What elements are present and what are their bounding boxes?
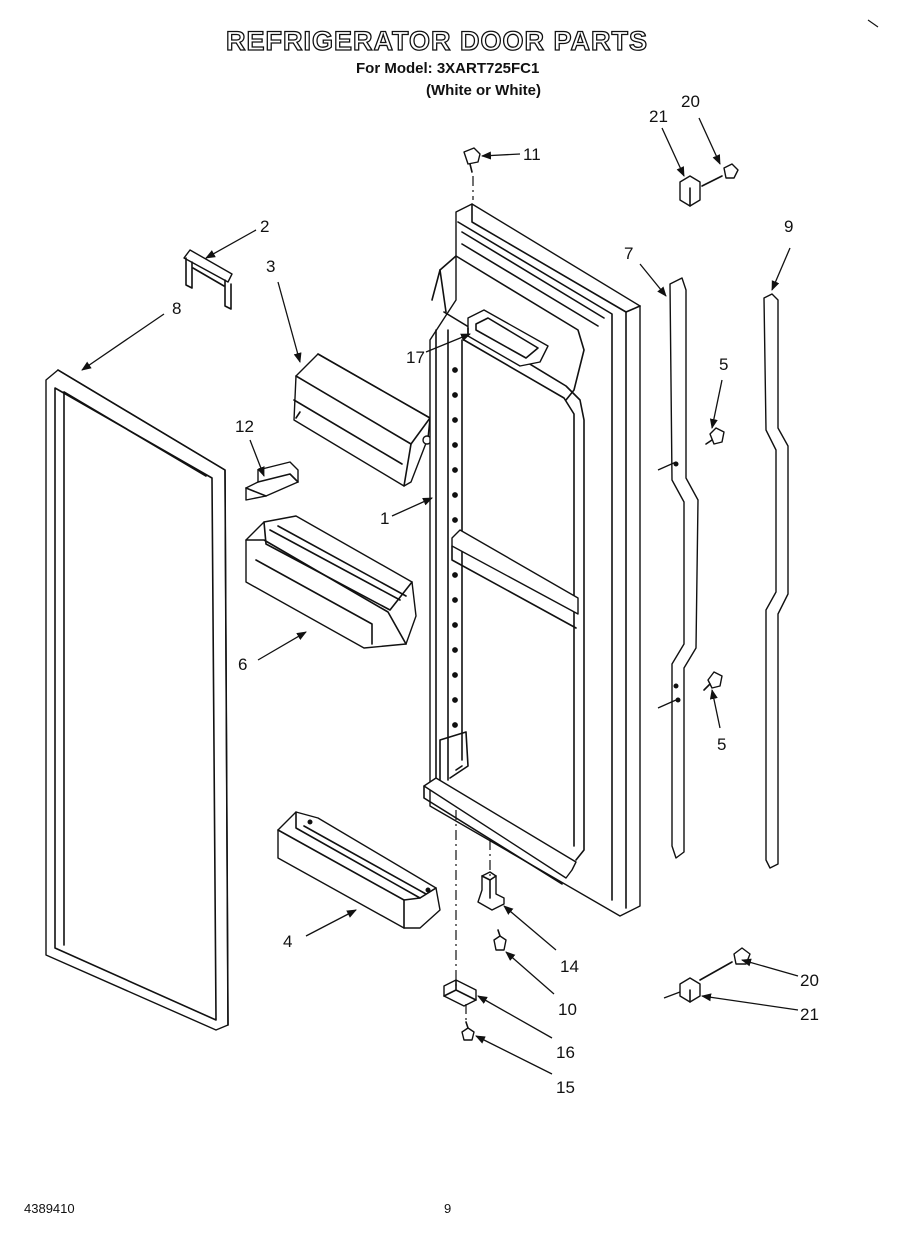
callout-2: 2 [260, 217, 270, 236]
leader-21-bottom-tick [663, 991, 681, 999]
callout-7: 7 [624, 244, 634, 263]
part-1-door-assembly [423, 203, 641, 917]
callout-20-top: 20 [681, 92, 700, 111]
callout-21-top: 21 [649, 107, 668, 126]
leader-8 [81, 313, 165, 371]
part-12-clip [245, 461, 299, 501]
part-11-screw [463, 147, 481, 200]
callout-16: 16 [556, 1043, 575, 1062]
leader-20-bottom [741, 958, 799, 977]
part-14-hinge-pin [477, 871, 505, 911]
color-variant-line: (White or White) [426, 82, 541, 99]
leader-6 [257, 631, 307, 661]
callout-15: 15 [556, 1078, 575, 1097]
leader-1 [391, 497, 433, 517]
part-20-screw-top [701, 163, 739, 187]
leader-20-top [698, 117, 721, 165]
callout-10: 10 [558, 1000, 577, 1019]
model-line: For Model: 3XART725FC1 [356, 60, 540, 77]
callout-1: 1 [380, 509, 390, 528]
part-21-hinge-block-top [679, 175, 701, 207]
leader-21-bottom [701, 993, 799, 1011]
callout-11: 11 [523, 145, 541, 164]
callout-14: 14 [560, 957, 579, 976]
part-16-hinge-bracket [443, 979, 477, 1007]
callout-3: 3 [266, 257, 276, 276]
leader-3 [277, 281, 302, 363]
callout-9: 9 [784, 217, 794, 236]
callout-6: 6 [238, 655, 248, 674]
leader-17 [425, 333, 471, 353]
part-7-trim-strip [657, 277, 699, 859]
part-21-hinge-block-bottom [679, 977, 701, 1003]
leader-2 [205, 229, 257, 259]
leader-5-top [709, 379, 723, 429]
part-5-screw-top [705, 427, 725, 445]
part-8-door-gasket [45, 369, 229, 1031]
part-10-screw [493, 929, 507, 951]
leader-21-top [661, 127, 685, 177]
leader-14 [503, 905, 557, 951]
callout-17: 17 [406, 348, 425, 367]
leader-15 [475, 1035, 553, 1075]
callout-12: 12 [235, 417, 254, 436]
callout-21-bottom: 21 [800, 1005, 819, 1024]
callout-4: 4 [283, 932, 293, 951]
leader-10 [505, 951, 555, 995]
part-15-screw [461, 1021, 475, 1041]
callout-8: 8 [172, 299, 182, 318]
part-4-lower-bin [277, 811, 441, 929]
page-title: REFRIGERATOR DOOR PARTS [225, 25, 649, 56]
leader-12 [249, 439, 265, 477]
leader-11 [481, 151, 521, 160]
liner-holes [452, 367, 458, 728]
part-3-shelf-cover [293, 353, 432, 487]
page-number: 9 [444, 1201, 452, 1216]
document-number: 4389410 [24, 1201, 75, 1216]
leader-4 [305, 909, 357, 937]
leader-9 [771, 247, 791, 291]
leader-7 [639, 263, 667, 297]
part-6-door-bin [245, 515, 417, 649]
leader-lines [81, 117, 799, 1075]
part-9-seal-strip [763, 293, 789, 869]
callout-5-top: 5 [719, 355, 729, 374]
part-2-bracket [183, 249, 233, 310]
callout-5-bottom: 5 [717, 735, 727, 754]
leader-5-bottom [709, 689, 721, 729]
part-20-screw-bottom [699, 947, 751, 981]
leader-16 [477, 995, 553, 1039]
callout-20-bottom: 20 [800, 971, 819, 990]
part-5-screw-bottom [703, 671, 723, 691]
corner-mark [867, 19, 879, 28]
